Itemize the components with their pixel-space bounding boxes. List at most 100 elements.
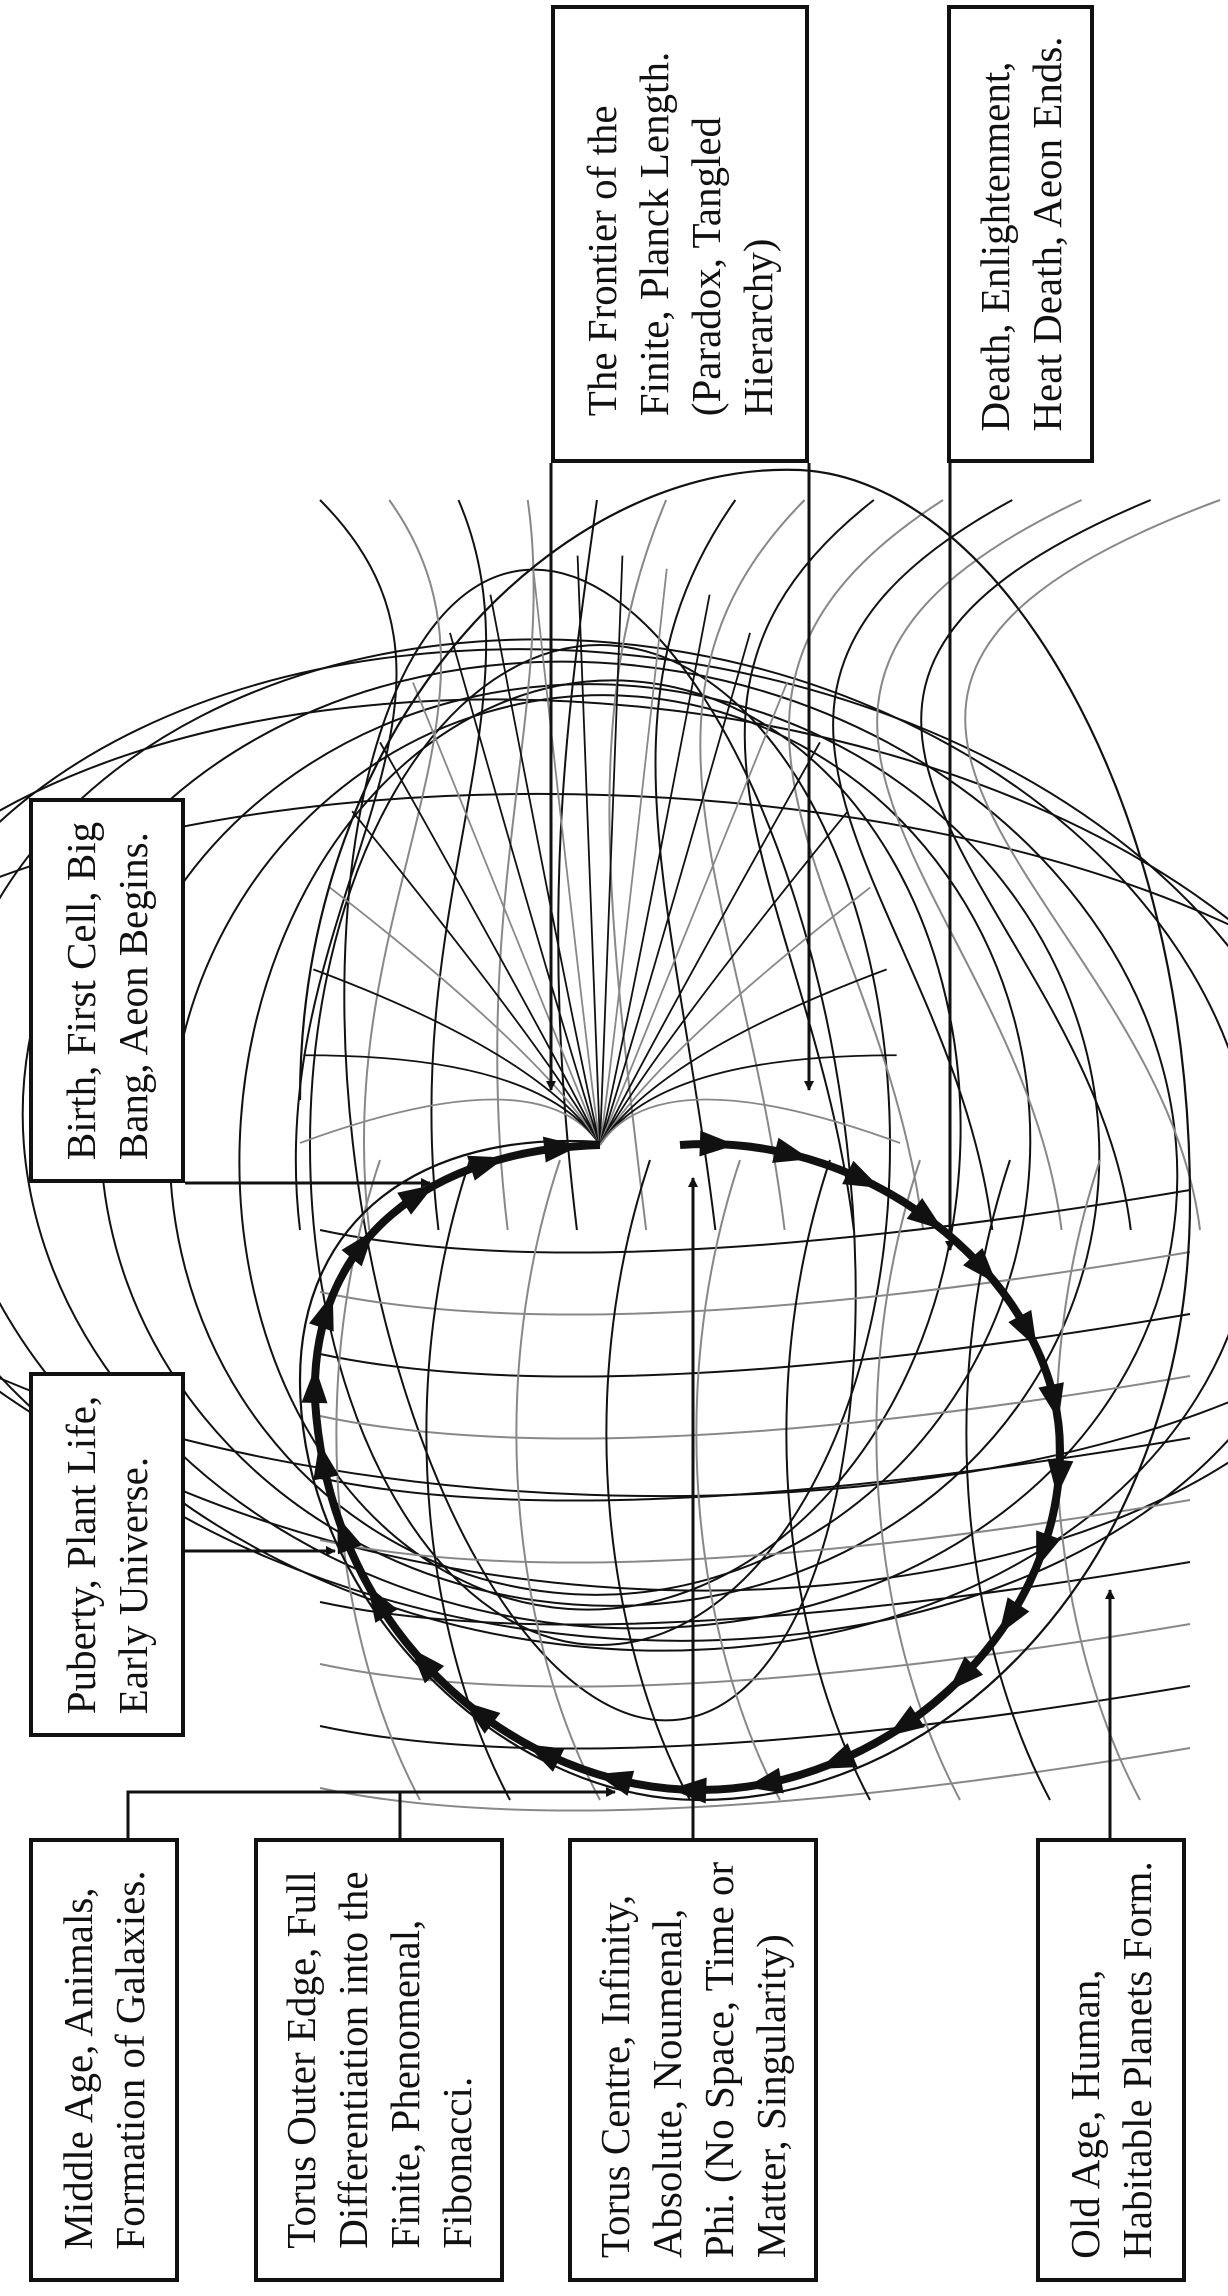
cycle-arrowhead [463,1701,501,1734]
label-birth: Birth, First Cell, Big Bang, Aeon Begins… [29,798,185,1183]
torus-converging-line [599,810,849,1146]
torus-converging-line [532,568,601,1146]
label-frontier-line-1: The Frontier of the [579,105,625,417]
torus-converging-line [313,968,601,1146]
torus-ring [0,698,1228,1592]
label-birth-line-1: Birth, First Cell, Big [58,821,104,1160]
torus-wireframe [0,468,1228,1812]
cycle-arrowhead [998,1597,1030,1635]
cycle-arrowhead [542,1136,581,1163]
label-outer-edge-line-3: Finite, Phenomenal, [382,1919,428,2249]
label-old-age: Old Age, Human, Habitable Planets Form. [1036,1838,1186,2282]
torus-converging-line [599,1098,901,1146]
label-centre-line-1: Torus Centre, Infinity, [592,1894,638,2259]
torus-converging-line [599,632,751,1146]
label-outer-edge-line-1: Torus Outer Edge, Full [278,1871,324,2249]
torus-latitude [319,1685,1191,1750]
torus-latitude [319,1375,1191,1440]
torus-converging-line [599,568,668,1146]
cycle-arrowhead [887,1705,925,1737]
cycle-arrowhead [397,1184,435,1215]
label-frontier-line-2: Finite, Planck Length. [631,51,677,417]
label-puberty-line-1: Puberty, Plant Life, [58,1395,104,1714]
life-cycle-path [301,1130,1074,1804]
cycle-arrowhead [1008,1309,1037,1348]
torus-meridian [787,499,944,1231]
torus-longitude [785,1159,871,1801]
cycle-arrowhead [313,1442,339,1481]
torus-converging-line [329,886,601,1146]
torus-latitude [319,1313,1191,1378]
label-centre-line-4: Matter, Singularity) [748,1934,794,2259]
cycle-arrowhead [1047,1458,1074,1496]
callout-lines [126,463,1115,1838]
torus-converging-line [599,886,871,1146]
torus-outline [298,468,1192,1802]
label-outer-edge-line-4: Fibonacci. [434,2076,480,2249]
label-frontier-line-4: Hierarchy) [735,238,781,417]
label-old-age-line-2: Habitable Planets Form. [1114,1861,1160,2259]
cycle-arrowhead [842,1160,881,1188]
torus-converging-line [489,594,601,1146]
torus-converging-line [599,594,711,1146]
torus-ring [343,568,857,1722]
cycle-arrowhead [309,1293,334,1332]
torus-converging-line [599,968,887,1146]
cycle-arrowhead [337,1516,363,1555]
torus-ring [0,638,1228,1652]
cycle-arrowhead [745,1767,784,1794]
torus-latitude [319,1437,1191,1502]
label-frontier-line-3: (Paradox, Tangled [683,116,729,417]
torus-meridian [654,499,737,1231]
label-outer-edge-line-2: Differentiation into the [330,1871,376,2249]
cycle-arrowhead [410,1647,445,1684]
label-middle-age-line-1: Middle Age, Animals, [55,1887,101,2250]
cycle-arrowhead [906,1197,944,1230]
torus-ring [309,644,891,1646]
cycle-arrowhead [772,1137,811,1163]
label-centre: Torus Centre, Infinity, Absolute, Noumen… [568,1838,818,2282]
torus-meridian [964,499,1221,1231]
torus-meridian [743,499,875,1231]
torus-meridian [876,499,1082,1231]
label-puberty: Puberty, Plant Life, Early Universe. [29,1372,185,1737]
cycle-arrowhead [699,1130,736,1157]
cycle-arrowhead [467,1155,506,1181]
cycle-arrowhead [963,1248,997,1284]
torus-meridian [699,499,806,1231]
torus-converging-line [299,1098,601,1146]
cycle-arrowhead [670,1777,707,1804]
label-puberty-line-2: Early Universe. [110,1456,156,1714]
label-middle-age: Middle Age, Animals, Formation of Galaxi… [29,1838,179,2282]
torus-longitude [605,1159,691,1801]
label-birth-line-2: Bang, Aeon Begins. [110,831,156,1160]
torus-converging-line [576,555,601,1146]
label-death: Death, Enlightenment, Heat Death, Aeon E… [947,5,1094,463]
cycle-arrowhead [1038,1382,1064,1421]
torus-meridian [920,499,1152,1231]
torus-ring [0,792,1228,1498]
cycle-arrowhead [1036,1530,1061,1569]
cycle-arrowhead [819,1743,858,1769]
label-old-age-line-1: Old Age, Human, [1062,1969,1108,2259]
torus-meridian [362,499,443,1231]
torus-latitude [319,1747,1191,1812]
label-centre-line-3: Phi. (No Space, Time or [696,1861,742,2259]
label-death-line-1: Death, Enlightenment, [971,61,1018,432]
torus-latitude [319,1499,1191,1564]
cycle-arrowhead [301,1366,328,1404]
torus-latitude [319,1251,1191,1316]
cycle-arrowhead [596,1770,635,1796]
torus-longitude [1055,1159,1141,1801]
torus-converging-line [599,682,788,1146]
torus-meridian [430,499,488,1231]
middle-age-connector [126,1787,616,1838]
cycle-arrowhead [526,1744,565,1772]
torus-converging-line [599,741,821,1146]
label-centre-line-2: Absolute, Noumenal, [644,1908,690,2259]
torus-longitude [515,1159,601,1801]
torus-longitude [425,1159,511,1801]
torus-converging-line [351,810,601,1146]
torus-converging-line [412,682,601,1146]
